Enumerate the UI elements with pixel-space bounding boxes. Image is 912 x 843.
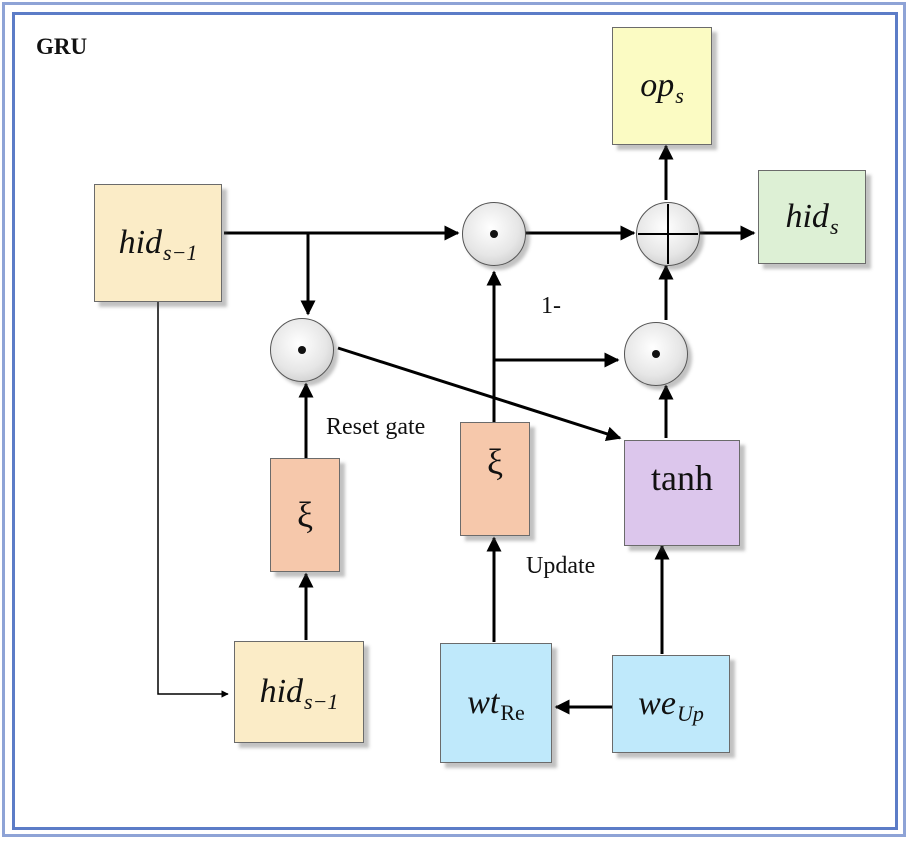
wt-re-sub: Re bbox=[500, 700, 525, 725]
plus-gate bbox=[636, 202, 700, 266]
multiply-dot-icon bbox=[652, 350, 660, 358]
wt-re-base: wt bbox=[467, 684, 500, 721]
multiply-gate-top bbox=[462, 202, 526, 266]
update-sigma-symbol: ξ bbox=[486, 442, 504, 482]
tanh-box: tanh bbox=[624, 440, 740, 546]
arrow-reset-mult-to-tanh bbox=[337, 346, 622, 442]
plus-icon bbox=[638, 204, 698, 264]
diagram-title: GRU bbox=[36, 34, 88, 59]
hid-prev-top-base: hid bbox=[118, 224, 163, 261]
arrow-hid-top-to-hid-bottom bbox=[157, 302, 229, 698]
tanh-label: tanh bbox=[651, 458, 713, 498]
we-up-base: we bbox=[638, 685, 676, 722]
multiply-gate-low bbox=[624, 322, 688, 386]
hid-prev-bottom-sub: s−1 bbox=[304, 689, 339, 714]
reset-sigma-symbol: ξ bbox=[296, 495, 314, 535]
update-label: Update bbox=[526, 553, 596, 579]
reset-sigma-box: ξ bbox=[270, 458, 340, 572]
op-sub: s bbox=[675, 83, 684, 108]
update-sigma-box: ξ bbox=[460, 422, 530, 536]
hid-out-base: hid bbox=[785, 198, 829, 235]
inner-frame bbox=[12, 12, 898, 830]
hid-prev-top-sub: s−1 bbox=[163, 240, 198, 265]
multiply-dot-icon bbox=[490, 230, 498, 238]
multiply-gate-reset bbox=[270, 318, 334, 382]
one-minus-label: 1- bbox=[541, 293, 561, 319]
we-up-sub: Up bbox=[676, 701, 704, 726]
hid-out-sub: s bbox=[829, 214, 839, 239]
reset-gate-label: Reset gate bbox=[326, 414, 426, 440]
op-base: op bbox=[640, 67, 675, 104]
multiply-dot-icon bbox=[298, 346, 306, 354]
hid-prev-bottom-base: hid bbox=[259, 673, 304, 710]
